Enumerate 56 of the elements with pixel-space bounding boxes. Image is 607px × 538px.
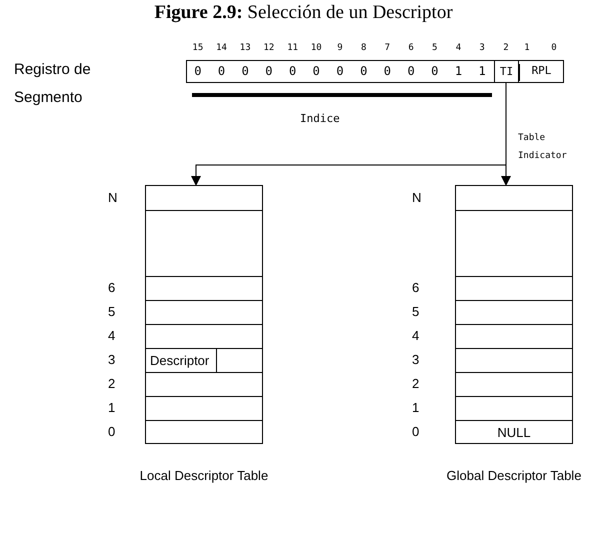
row-index: N	[412, 190, 422, 205]
bit-number: 3	[478, 43, 486, 53]
table-entry: NULL	[457, 421, 571, 444]
bit-value: 0	[312, 64, 321, 78]
bit-value: 1	[454, 64, 464, 78]
bit-value: 0	[264, 64, 274, 78]
bit-value: 0	[240, 64, 250, 78]
table-caption: Global Descriptor Table	[446, 467, 582, 485]
row-index: 6	[412, 280, 420, 295]
bit-number: 11	[286, 43, 300, 53]
bit-number: 5	[431, 43, 438, 53]
field-name: RPL	[519, 64, 563, 81]
table-caption: Local Descriptor Table	[138, 467, 270, 485]
row-index: 0	[412, 424, 420, 439]
bit-number: 7	[384, 43, 392, 53]
bit-number: 9	[336, 43, 344, 53]
bit-number: 10	[310, 43, 323, 53]
bit-number: 8	[360, 43, 368, 53]
table-indicator-field: TI	[494, 60, 519, 83]
row-index: 6	[108, 280, 116, 295]
row-index: 1	[108, 400, 116, 415]
bit-number: 15	[191, 43, 204, 53]
row-index: 2	[412, 376, 420, 391]
bit-number: 1	[523, 43, 531, 53]
bit-number: 4	[454, 43, 462, 53]
bit-value: 0	[193, 64, 202, 78]
bit-value: 0	[430, 64, 440, 78]
row-index: 0	[108, 424, 116, 439]
figure-title: Figure 2.9: Selección de un Descriptor	[153, 2, 454, 24]
arrow	[501, 82, 511, 186]
row-index: N	[108, 190, 118, 205]
field-name: Indice	[300, 112, 340, 125]
field-name: Table Indicator	[518, 132, 568, 163]
bit-number: 12	[262, 43, 276, 53]
bit-value: 0	[216, 64, 226, 78]
bit-number: 2	[502, 43, 510, 53]
row-index: 4	[412, 328, 420, 343]
row-index: 2	[108, 376, 116, 391]
row-index: 1	[412, 400, 420, 415]
bit-number: 6	[407, 43, 415, 53]
row-index: 3	[108, 352, 116, 367]
table-entry: Descriptor	[147, 349, 217, 372]
bit-number: 14	[215, 43, 228, 53]
bit-value: 1	[478, 64, 487, 78]
register-label: Registro de Segmento	[14, 60, 92, 108]
bit-value: 0	[382, 64, 392, 78]
row-index: 4	[108, 328, 116, 343]
bit-number: 13	[238, 43, 252, 53]
bit-value: 0	[288, 64, 298, 78]
bit-number: 0	[550, 43, 558, 53]
bit-value: 0	[406, 64, 416, 78]
row-index: 3	[412, 352, 420, 367]
bit-value: 0	[335, 64, 345, 78]
bit-value: 0	[359, 64, 368, 78]
row-index: 5	[108, 304, 116, 319]
row-index: 5	[412, 304, 420, 319]
